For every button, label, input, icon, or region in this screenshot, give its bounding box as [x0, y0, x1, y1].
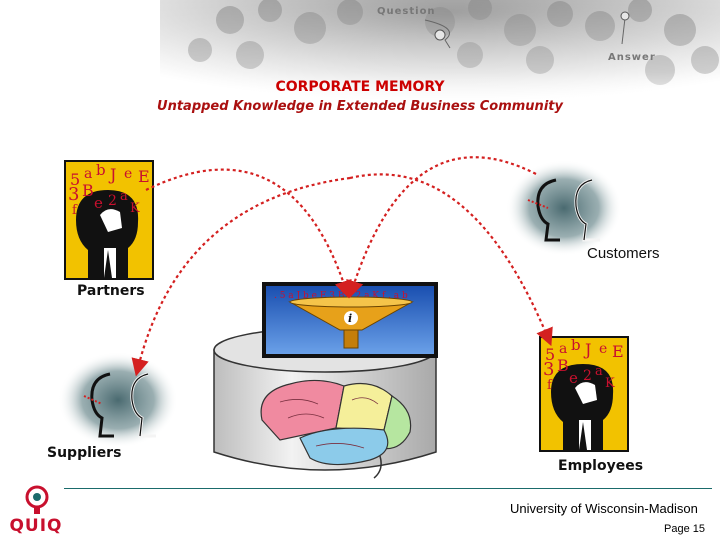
partners-label: Partners	[77, 283, 145, 299]
svg-text:J: J	[583, 340, 591, 359]
page-number: Page 15	[664, 523, 705, 535]
svg-text:b: b	[96, 161, 106, 179]
employees-head-icon: 5 a b J e E 3 B e 2 a f K	[539, 336, 629, 452]
svg-text:e: e	[124, 166, 132, 182]
svg-text:E: E	[138, 167, 150, 186]
svg-text:b: b	[571, 336, 581, 354]
answer-label: Answer	[608, 52, 656, 63]
svg-text:a: a	[84, 166, 92, 182]
svg-text:i: i	[348, 312, 352, 325]
svg-text:2: 2	[583, 368, 592, 384]
svg-text:f: f	[547, 378, 553, 393]
page-title: CORPORATE MEMORY	[275, 79, 445, 95]
arrow-memory-to-suppliers	[131, 176, 351, 377]
svg-text:e: e	[94, 194, 103, 212]
university-label: University of Wisconsin-Madison	[510, 501, 698, 516]
arrow-partners-to-memory	[145, 168, 352, 299]
svg-text:J: J	[108, 165, 116, 184]
employees-label: Employees	[558, 458, 644, 474]
knowledge-funnel-screen: . 5 a J b e E 3 B e 2 a K f . a b i	[262, 282, 438, 358]
suppliers-label: Suppliers	[47, 445, 122, 461]
svg-text:E: E	[612, 342, 624, 361]
footer-divider	[64, 488, 712, 489]
page-subtitle: Untapped Knowledge in Extended Business …	[157, 99, 563, 114]
svg-text:3: 3	[68, 184, 79, 205]
brain-icon	[260, 379, 412, 479]
svg-text:5: 5	[70, 170, 80, 189]
arrow-memory-to-employees	[349, 173, 553, 347]
svg-text:K: K	[605, 376, 615, 391]
customers-heads-icon	[506, 160, 622, 256]
svg-text:3: 3	[543, 359, 554, 380]
svg-text:a: a	[120, 189, 128, 204]
svg-text:2: 2	[108, 193, 117, 209]
knowledge-flow-arrows	[131, 156, 553, 377]
svg-text:f: f	[72, 203, 78, 218]
question-label: Question	[377, 6, 436, 17]
svg-text:a: a	[595, 364, 603, 379]
svg-text:e: e	[599, 341, 607, 357]
suppliers-heads-icon	[58, 352, 178, 448]
svg-text:a: a	[559, 341, 567, 357]
header-banner	[160, 0, 720, 120]
quiq-logo	[25, 485, 49, 514]
arrow-customers-to-memory	[346, 156, 537, 299]
svg-text:K: K	[130, 201, 140, 216]
svg-text:B: B	[557, 356, 569, 375]
svg-text:B: B	[82, 181, 94, 200]
customers-label: Customers	[587, 245, 660, 262]
quiq-logo-text: QUIQ	[9, 516, 63, 536]
svg-text:5: 5	[545, 345, 555, 364]
svg-text:e: e	[569, 369, 578, 387]
partners-head-icon: 5 a b J e E 3 B e 2 a f K	[64, 160, 154, 280]
